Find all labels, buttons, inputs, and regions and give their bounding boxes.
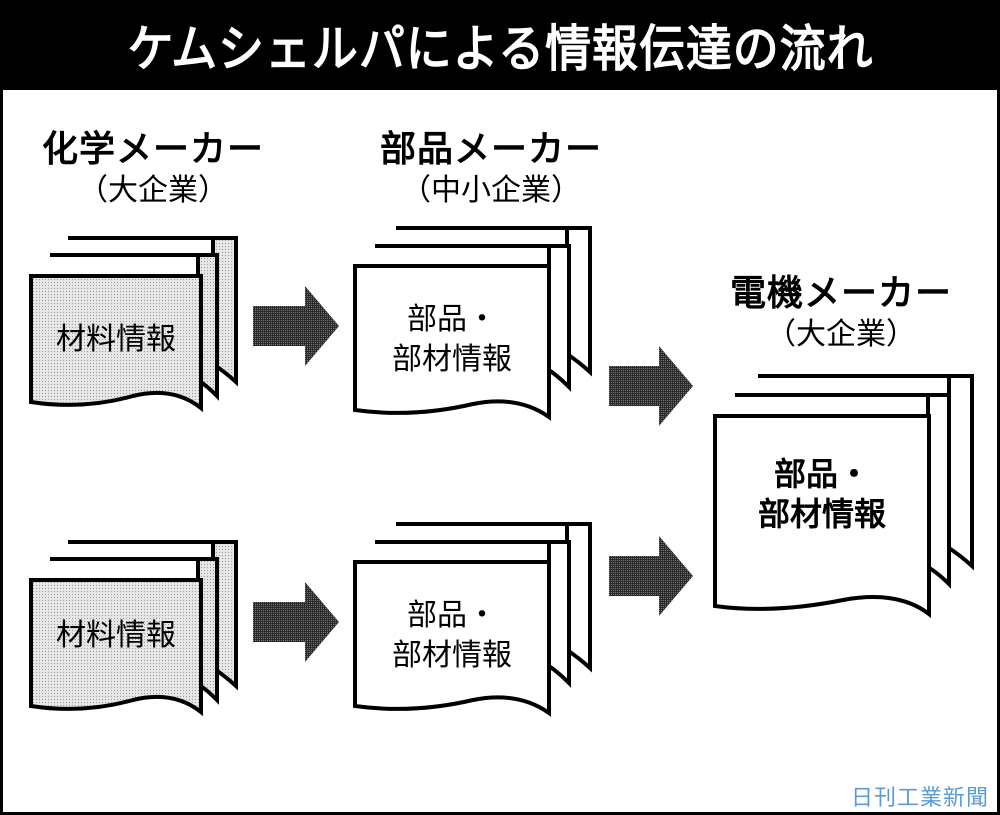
title-bar: ケムシェルパによる情報伝達の流れ — [0, 0, 1000, 90]
arrow-icon-material-to-parts-top — [253, 286, 339, 366]
doc-label-material-top: 材料情報 — [31, 320, 201, 360]
doc-label-line: 部品・ — [773, 455, 870, 493]
diagram-title: ケムシェルパによる情報伝達の流れ — [126, 20, 874, 78]
heading-name: 電機メーカー — [729, 273, 952, 314]
doc-label-line: 部品・ — [407, 598, 497, 633]
publisher-credit: 日刊工業新聞 — [850, 786, 989, 811]
doc-label-line: 部材情報 — [392, 638, 512, 673]
heading-electric-maker: 電機メーカー （大企業） — [711, 272, 971, 354]
document-sheet-front — [353, 264, 551, 421]
document-sheet-front — [29, 274, 203, 413]
doc-label-line: 材料情報 — [56, 618, 176, 653]
document-stack-parts-top — [353, 226, 592, 421]
document-sheet-front — [353, 560, 551, 717]
document-stack-material-top — [29, 236, 238, 413]
heading-name: 部品メーカー — [379, 129, 602, 170]
document-sheet-front — [29, 578, 203, 717]
heading-sub: （大企業） — [78, 173, 228, 208]
doc-label-parts-bottom: 部品・ 部材情報 — [355, 596, 549, 676]
document-stack-electric — [713, 374, 974, 619]
document-stack-parts-bottom — [353, 522, 592, 717]
doc-label-parts-top: 部品・ 部材情報 — [355, 300, 549, 380]
heading-name: 化学メーカー — [41, 129, 264, 170]
doc-label-line: 部品・ — [407, 302, 497, 337]
arrow-icon-parts-bottom-to-electric — [609, 536, 693, 616]
heading-sub: （大企業） — [766, 317, 916, 352]
heading-sub: （中小企業） — [401, 173, 581, 208]
document-sheet-front — [713, 414, 931, 619]
heading-parts-maker: 部品メーカー （中小企業） — [361, 128, 621, 210]
document-stack-material-bottom — [29, 540, 238, 717]
doc-label-line: 部材情報 — [757, 495, 886, 533]
doc-label-line: 部材情報 — [392, 342, 512, 377]
diagram-shapes — [29, 226, 974, 717]
arrow-icon-material-to-parts-bottom — [253, 582, 339, 662]
diagram-canvas: 化学メーカー （大企業） 部品メーカー （中小企業） 電機メーカー （大企業） … — [3, 90, 997, 812]
arrow-icon-parts-top-to-electric — [609, 346, 693, 426]
doc-label-line: 材料情報 — [56, 322, 176, 357]
heading-chemical-maker: 化学メーカー （大企業） — [23, 128, 283, 210]
doc-label-electric: 部品・ 部材情報 — [715, 454, 929, 534]
doc-label-material-bottom: 材料情報 — [31, 616, 201, 656]
